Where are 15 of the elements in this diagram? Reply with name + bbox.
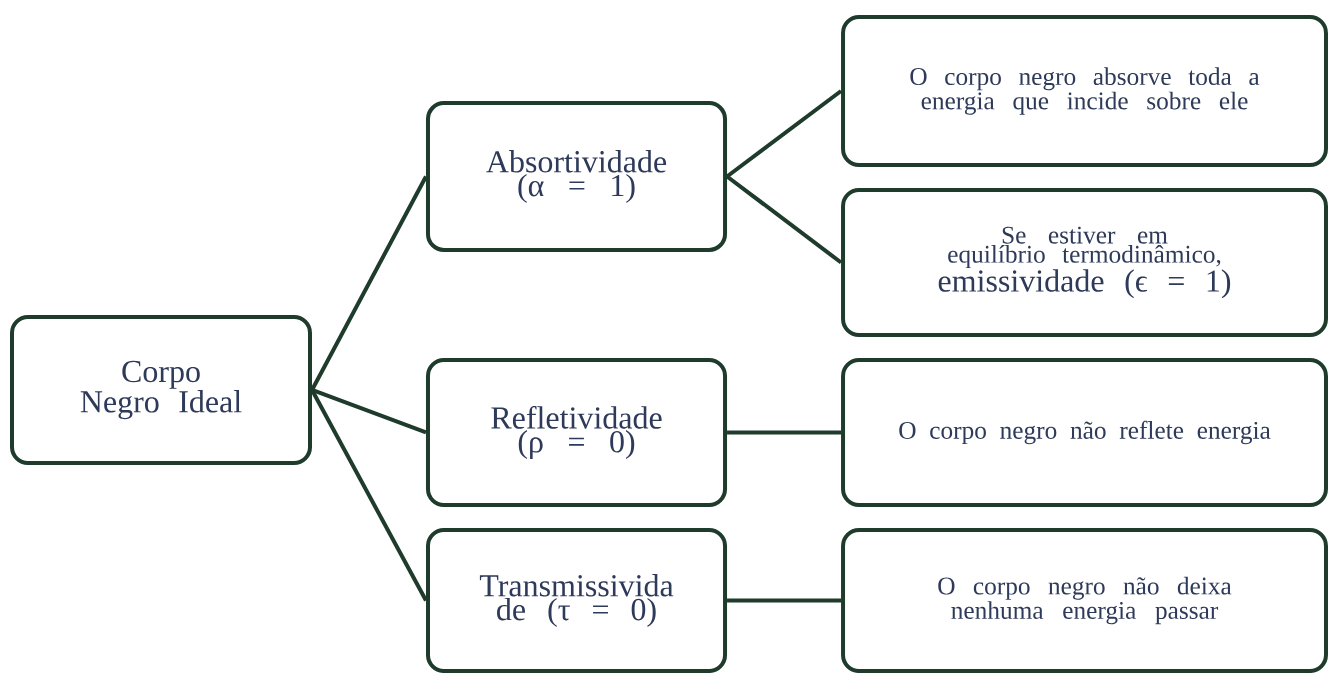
text-box: Se estiver em equilíbrio termodinâmico, emissividade (ϵ = 1): [841, 187, 1328, 338]
connector-line: [310, 389, 428, 602]
connector-line: [311, 388, 427, 435]
text-box: Transmissivida de (τ = 0): [426, 527, 728, 673]
text-box: Absortividade (α = 1): [426, 101, 728, 252]
text-box: Refletividade (ρ = 0): [426, 357, 728, 508]
connector-line: [310, 175, 428, 391]
connector-line: [725, 89, 843, 179]
connector-line: [727, 598, 842, 603]
connector-line: [725, 174, 843, 265]
connector-line: [727, 430, 842, 435]
text-box: O corpo negro absorve toda a energia que incide sobre ele: [841, 15, 1328, 167]
text-box: O corpo negro não deixa nenhuma energia passar: [841, 527, 1328, 673]
text-box: O corpo negro não reflete energia: [841, 357, 1328, 508]
text-box: Corpo Negro Ideal: [10, 315, 312, 465]
